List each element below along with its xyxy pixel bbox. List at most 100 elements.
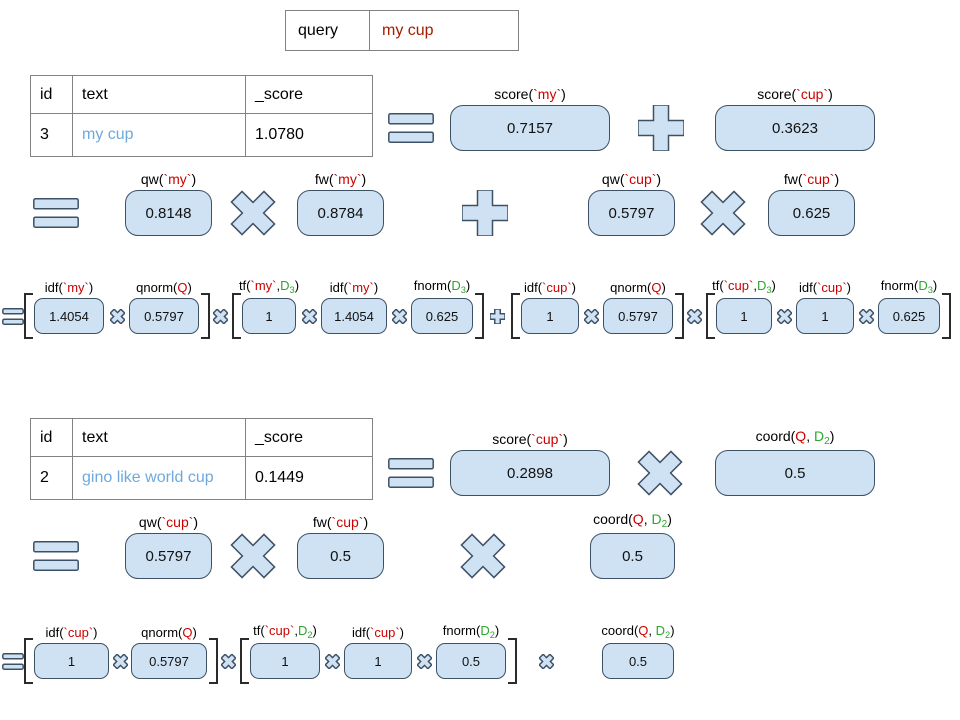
open-bracket — [240, 638, 249, 684]
label-segment: qnorm( — [610, 280, 652, 295]
formula-term: coord(Q, D2)0.5 — [601, 623, 675, 679]
formula-term: idf(`cup`)1 — [521, 280, 579, 334]
label-segment: idf( — [351, 625, 371, 640]
doc2-score-cell: 0.1449 — [255, 469, 304, 486]
close-bracket — [201, 293, 210, 339]
label-segment: score( — [757, 86, 797, 102]
close-bracket — [942, 293, 951, 339]
label-segment: `cup` — [264, 623, 295, 638]
formula-term-label: coord(Q, D2) — [756, 428, 835, 447]
label-segment: ) — [771, 278, 776, 293]
formula-term-label: fw(`my`) — [315, 171, 366, 187]
doc2-result-table: id text _score 2 gino like world cup 0.1… — [30, 418, 373, 500]
label-segment: coord( — [593, 511, 633, 527]
doc2-id-cell: 2 — [31, 457, 73, 499]
label-segment: Q — [651, 280, 662, 295]
formula-term-value: 0.5797 — [603, 298, 673, 334]
label-segment: tf( — [712, 278, 724, 293]
multiply-operator-icon — [417, 653, 432, 669]
label-segment: 3 — [289, 285, 295, 295]
label-segment: tf( — [253, 623, 265, 638]
multiply-operator-icon — [700, 190, 746, 236]
formula-term-value: 1.4054 — [321, 298, 387, 334]
close-bracket — [508, 638, 517, 684]
formula-term-label: fnorm(D2) — [443, 623, 500, 640]
formula-term-value: 0.5 — [590, 533, 675, 579]
multiply-operator-icon — [392, 308, 407, 324]
label-segment: ) — [187, 280, 192, 295]
formula-term: qnorm(Q)0.5797 — [129, 280, 199, 334]
query-label: query — [286, 11, 370, 50]
label-segment: ) — [834, 171, 840, 187]
formula-term-value: 0.5797 — [129, 298, 199, 334]
label-segment: idf( — [798, 280, 818, 295]
multiply-operator-icon — [637, 450, 683, 496]
label-segment: qw( — [140, 171, 164, 187]
equals-operator-icon — [388, 458, 434, 488]
label-segment: ) — [93, 625, 98, 640]
multiply-operator-icon — [777, 308, 792, 324]
equals-operator-icon — [33, 541, 79, 571]
multiply-operator-icon — [302, 308, 317, 324]
formula-term-value: 0.625 — [878, 298, 940, 334]
equals-operator-icon — [33, 198, 79, 228]
formula-term-label: idf(`cup`) — [799, 280, 851, 295]
label-segment: D — [655, 623, 666, 638]
label-segment: `cup` — [624, 171, 657, 187]
query-table: query my cup — [285, 10, 519, 51]
label-segment: ) — [656, 171, 662, 187]
label-segment: qnorm( — [141, 625, 183, 640]
formula-term: idf(`cup`)1 — [796, 280, 854, 334]
label-segment: fw( — [312, 514, 332, 530]
plus-operator-icon — [638, 105, 684, 151]
multiply-operator-icon — [230, 533, 276, 579]
label-segment: `my` — [163, 171, 192, 187]
formula-term-label: score(`cup`) — [492, 431, 567, 447]
label-segment: ) — [363, 514, 369, 530]
formula-term-value: 0.5 — [436, 643, 506, 679]
formula-term-label: qw(`cup`) — [139, 514, 198, 530]
label-segment: ) — [670, 623, 675, 638]
label-segment: ) — [191, 171, 197, 187]
formula-term: tf(`cup`,D2)1 — [250, 623, 320, 679]
label-segment: idf( — [523, 280, 543, 295]
formula-term-value: 0.8784 — [297, 190, 384, 236]
open-bracket — [232, 293, 241, 339]
label-segment: `cup` — [161, 514, 194, 530]
label-segment: idf( — [329, 280, 348, 295]
formula-term: fw(`cup`)0.5 — [297, 514, 384, 579]
close-bracket — [209, 638, 218, 684]
formula-term-label: qnorm(Q) — [141, 625, 197, 640]
label-segment: 3 — [927, 285, 933, 295]
formula-term-label: qw(`cup`) — [602, 171, 661, 187]
multiply-operator-icon — [110, 308, 125, 324]
formula-term-value: 0.7157 — [450, 105, 610, 151]
formula-term: score(`cup`)0.2898 — [450, 431, 610, 496]
open-bracket — [24, 293, 33, 339]
label-segment: 3 — [460, 285, 466, 295]
label-segment: idf( — [44, 280, 63, 295]
formula-term-value: 0.5797 — [588, 190, 675, 236]
label-segment: `my` — [533, 86, 562, 102]
label-segment: `my` — [347, 280, 374, 295]
label-segment: ) — [932, 278, 938, 293]
equals-operator-icon — [2, 652, 24, 670]
label-segment: ) — [563, 431, 568, 447]
formula-term-value: 0.625 — [768, 190, 855, 236]
label-segment: `cup` — [370, 625, 400, 640]
label-segment: ) — [829, 428, 835, 444]
label-segment: ) — [571, 280, 577, 295]
label-segment: , — [648, 623, 656, 638]
label-segment: `my` — [250, 278, 277, 293]
label-segment: qw( — [601, 171, 625, 187]
label-segment: `cup` — [542, 280, 572, 295]
multiply-operator-icon — [584, 308, 599, 324]
formula-term: fnorm(D3)0.625 — [878, 278, 940, 334]
formula-term-label: tf(`cup`,D3) — [712, 278, 776, 295]
label-segment: idf( — [45, 625, 64, 640]
label-segment: ) — [193, 514, 199, 530]
